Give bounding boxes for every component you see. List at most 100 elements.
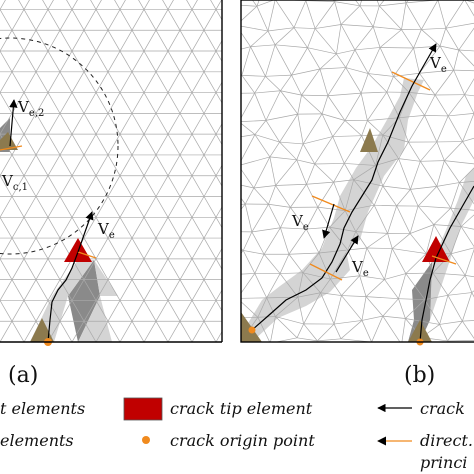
mesh-edge	[23, 9, 37, 31]
mesh-edge	[243, 250, 265, 255]
mesh-edge	[95, 30, 109, 52]
mesh-edge	[228, 30, 240, 51]
mesh-edge	[447, 94, 465, 117]
mesh-edge	[119, 321, 133, 342]
mesh-edge	[291, 47, 308, 76]
mesh-edge	[203, 50, 217, 72]
mesh-edge	[275, 316, 304, 325]
mesh-edge	[47, 217, 61, 239]
mesh-edge	[306, 226, 330, 230]
mesh-edge	[275, 185, 291, 208]
mesh-edge	[367, 73, 388, 93]
mesh-edge	[462, 320, 474, 339]
mesh-edge	[203, 92, 217, 114]
mesh-edge	[267, 0, 276, 32]
mesh-edge	[343, 163, 354, 180]
mesh-edge	[23, 279, 37, 301]
mesh-edge	[23, 237, 37, 260]
mesh-edge	[265, 76, 281, 92]
mesh-edge	[215, 9, 222, 21]
mesh-edge	[155, 113, 169, 135]
mesh-edge	[417, 205, 435, 225]
mesh-edge	[460, 226, 474, 248]
mesh-edge	[107, 321, 121, 342]
mesh-edge	[265, 90, 281, 121]
mesh-edge	[215, 258, 222, 270]
mesh-edge	[143, 196, 157, 218]
mesh-edge	[464, 94, 474, 97]
mesh-edge	[228, 300, 240, 321]
mesh-edge	[179, 258, 193, 280]
mesh-edge	[265, 120, 280, 143]
mesh-edge	[179, 300, 193, 322]
mesh-edge	[254, 134, 280, 143]
mesh-edge	[387, 205, 397, 234]
mesh-edge	[319, 53, 337, 70]
mesh-edge	[155, 133, 169, 156]
mesh-edge	[464, 0, 474, 4]
mesh-edge	[11, 258, 25, 280]
mesh-edge	[280, 207, 291, 228]
mesh-edge	[296, 337, 318, 342]
mesh-edge	[229, 139, 239, 166]
mesh-edge	[224, 275, 238, 298]
mesh-edge	[241, 4, 257, 7]
mesh-edge	[11, 9, 25, 31]
mesh-edge	[191, 9, 205, 31]
mesh-edge	[11, 300, 25, 322]
mesh-edge	[417, 186, 438, 207]
mesh-edge	[11, 196, 25, 218]
mesh-edge	[450, 226, 462, 254]
mesh-edge	[424, 299, 440, 325]
mesh-edge	[23, 217, 37, 239]
mesh-edge	[447, 340, 474, 342]
mesh-edge	[83, 237, 97, 260]
mesh-edge	[305, 206, 319, 230]
mesh-edge	[405, 318, 440, 325]
mesh-edge	[439, 45, 454, 71]
mesh-edge	[215, 164, 222, 176]
mesh-edge	[90, 0, 97, 10]
mesh-edge	[447, 275, 466, 296]
mesh-edge	[382, 185, 397, 207]
mesh-edge	[155, 30, 169, 52]
mesh-edge	[450, 253, 466, 276]
mesh-edge	[179, 196, 193, 218]
mesh-edge	[274, 27, 295, 46]
mesh-edge	[464, 275, 473, 293]
mesh-edge	[107, 258, 121, 280]
mesh-edge	[374, 204, 397, 207]
mesh-edge	[71, 133, 85, 156]
mesh-edge	[191, 113, 205, 135]
mesh-edge	[307, 47, 337, 55]
influence-circle	[0, 37, 119, 255]
mesh-edge	[35, 71, 49, 93]
mesh-edge	[303, 323, 318, 342]
mesh-edge	[95, 92, 109, 114]
direction-line	[0, 145, 23, 151]
mesh-edge	[167, 300, 181, 322]
mesh-edge	[409, 224, 434, 234]
mesh-edge	[143, 237, 157, 260]
ve-label: Ve	[97, 220, 115, 241]
mesh-edge	[107, 9, 121, 31]
ve2-label: Ve,2	[17, 98, 44, 119]
mesh-edge	[296, 159, 307, 185]
mesh-edge	[319, 68, 329, 96]
mesh-edge	[359, 5, 374, 27]
mesh-edge	[373, 185, 384, 206]
mesh-edge	[241, 46, 251, 76]
mesh-edge	[167, 133, 181, 156]
mesh-edge	[241, 273, 255, 275]
mesh-edge	[95, 0, 102, 10]
mesh-edge	[228, 238, 240, 259]
mesh-edge	[241, 250, 244, 254]
mesh-edge	[225, 93, 238, 121]
mesh-edge	[47, 50, 61, 72]
mesh-edge	[59, 217, 73, 239]
mesh-edge	[332, 135, 362, 137]
mesh-edge	[241, 75, 243, 77]
mesh-edge	[167, 279, 181, 301]
mesh-edge	[254, 134, 271, 158]
mesh-edge	[344, 163, 376, 166]
